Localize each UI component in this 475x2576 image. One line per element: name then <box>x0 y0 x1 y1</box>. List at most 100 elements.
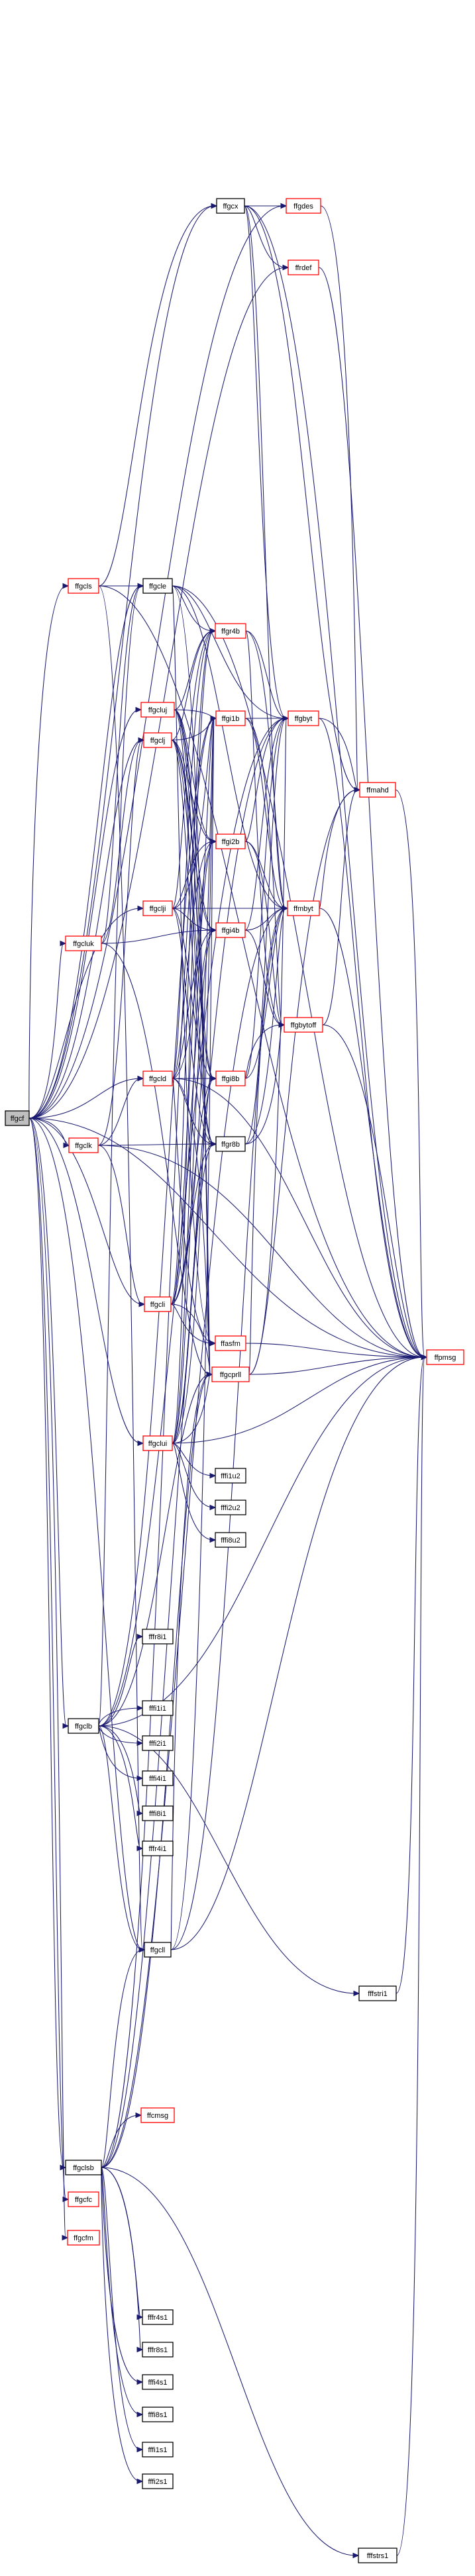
function-node-ffgi1b[interactable]: ffgi1b <box>215 710 246 726</box>
call-edge <box>97 1145 428 1360</box>
node-label: ffgcluj <box>148 706 168 714</box>
node-box <box>65 2160 102 2175</box>
function-node-ffgcprll[interactable]: ffgcprll <box>211 1366 250 1382</box>
call-edge <box>28 583 70 1119</box>
function-node-ffgcluk[interactable]: ffgcluk <box>65 935 102 951</box>
node-box <box>142 1735 174 1751</box>
function-node-ffpmsg[interactable]: ffpmsg <box>426 1349 464 1365</box>
node-label: ffmahd <box>366 787 388 794</box>
edge-root-to-ffgcld <box>28 1078 142 1119</box>
function-node-ffgclk[interactable]: ffgclk <box>68 1137 99 1153</box>
call-edge <box>172 1443 217 1511</box>
function-node-fffr8s1: fffr8s1 <box>142 2342 174 2358</box>
function-node-ffgclb: ffgclb <box>68 1718 99 1734</box>
call-edge <box>98 203 218 587</box>
arrowhead-ffgclsb-to-ffmbyt <box>282 905 289 912</box>
function-node-ffgclj[interactable]: ffgclj <box>143 732 172 748</box>
call-edge <box>245 715 290 722</box>
node-label: fffstrs1 <box>367 2552 389 2560</box>
edge-ffrdef-to-ffpmsg <box>318 267 425 1358</box>
edge-ffgclui-to-fffi1u2 <box>172 1443 214 1476</box>
node-label: fffi8s1 <box>148 2411 168 2419</box>
node-box <box>142 900 173 916</box>
function-node-ffgcfm[interactable]: ffgcfm <box>67 2230 100 2246</box>
arrowhead-ffgclsb-to-fffr8s1 <box>136 2346 144 2353</box>
arrowhead-root-to-ffgclui <box>137 1440 144 1447</box>
call-edge <box>172 585 213 1378</box>
node-box <box>142 2407 174 2422</box>
arrowhead-root-to-ffgclk <box>63 1142 70 1149</box>
call-edge <box>28 940 67 1119</box>
function-node-ffgcli[interactable]: ffgcli <box>144 1296 172 1312</box>
call-edge <box>98 1725 144 1852</box>
function-node-ffgdes[interactable]: ffgdes <box>286 198 321 214</box>
function-node-ffrdef[interactable]: ffrdef <box>288 260 319 275</box>
edge-ffgr8b-to-ffgbyt <box>244 718 287 1145</box>
function-node-ffgclui[interactable]: ffgclui <box>142 1435 173 1451</box>
edge-root-to-ffgcfc <box>28 1118 67 2200</box>
edge-ffgr8b-to-ffmbyt <box>244 908 286 1145</box>
edge-ffgcll-to-ffgcprll <box>170 1374 211 1950</box>
call-edge <box>101 1946 146 2168</box>
function-node-ffgcluj[interactable]: ffgcluj <box>140 702 175 718</box>
call-edge <box>244 205 290 722</box>
node-box <box>142 2374 174 2390</box>
edge-ffgclui-to-ffgi1b <box>172 718 215 1444</box>
edge-ffgcll-to-ffgi1b <box>170 718 215 1950</box>
edge-ffgcld-to-ffgi2b <box>172 841 215 1079</box>
function-node-ffgi4b[interactable]: ffgi4b <box>215 922 246 938</box>
arrowhead-ffgclk-to-ffgcld <box>137 1075 144 1082</box>
node-box <box>142 1071 173 1086</box>
arrowhead-ffgclsb-to-ffgcll <box>138 1946 146 1953</box>
function-node-ffcmsg[interactable]: ffcmsg <box>140 2107 175 2123</box>
node-label: ffmbyt <box>293 905 313 913</box>
node-label: fffr8i1 <box>148 1633 166 1641</box>
arrowhead-root-to-ffgclji <box>137 905 144 912</box>
edge-ffgr4b-to-ffmbyt <box>245 630 286 909</box>
function-node-ffmbyt[interactable]: ffmbyt <box>287 900 320 916</box>
function-node-ffgcfc[interactable]: ffgcfc <box>68 2191 99 2207</box>
node-box <box>5 1110 30 1126</box>
function-node-ffgcld[interactable]: ffgcld <box>142 1071 173 1086</box>
edge-root-to-ffgdes <box>28 205 285 1119</box>
node-label: fffi2i1 <box>149 1740 166 1748</box>
function-node-ffasfm[interactable]: ffasfm <box>215 1335 246 1351</box>
function-node-ffgi2b[interactable]: ffgi2b <box>215 834 246 849</box>
function-node-ffmahd[interactable]: ffmahd <box>359 782 396 798</box>
edge-ffgi4b-to-ffgbytoff <box>244 930 283 1026</box>
call-edge <box>396 1354 428 2556</box>
function-node-ffgcls[interactable]: ffgcls <box>68 578 99 594</box>
call-edge <box>28 1118 70 1729</box>
edge-ffgcli-to-ffgr8b <box>170 1143 215 1305</box>
edge-ffgr4b-to-ffgbyt <box>245 630 287 719</box>
edge-ffgi8b-to-ffgbyt <box>244 718 287 1079</box>
arrowhead-ffgclsb-to-ffgbyt <box>282 715 290 722</box>
edge-ffgdes-to-ffmahd <box>320 205 358 790</box>
node-label: fffi8i1 <box>149 1810 166 1818</box>
call-edge <box>28 1118 144 1447</box>
edge-ffgcll-to-ffmbyt <box>170 908 286 1950</box>
edge-ffgcli-to-ffgi2b <box>170 841 215 1305</box>
node-label: ffgdes <box>293 203 313 211</box>
function-node-ffgclji[interactable]: ffgclji <box>142 900 173 916</box>
edge-ffgi1b-to-ffmbyt <box>244 718 286 909</box>
function-node-ffgbytoff[interactable]: ffgbytoff <box>284 1017 323 1033</box>
arrowhead-ffgclsb-to-fffi4s1 <box>136 2379 144 2385</box>
node-box <box>288 710 319 726</box>
node-box <box>140 702 175 718</box>
node-box <box>143 732 172 748</box>
arrowhead-ffgclsb-to-fffi2s1 <box>136 2478 144 2485</box>
node-label: fffr4s1 <box>148 2314 168 2322</box>
function-node-ffgr4b[interactable]: ffgr4b <box>215 623 246 639</box>
node-label: ffgcluk <box>73 940 94 948</box>
node-label: ffgclsb <box>73 2164 94 2172</box>
node-box <box>65 935 102 951</box>
arrowhead-ffgclui-to-fffi8u2 <box>209 1537 217 1543</box>
function-node-fffi8i1: fffi8i1 <box>142 1805 174 1821</box>
arrowhead-ffgclui-to-ffgi2b <box>210 838 217 845</box>
call-edge <box>245 630 286 1028</box>
call-edge <box>248 787 361 1375</box>
function-node-ffgbyt[interactable]: ffgbyt <box>288 710 319 726</box>
function-node-ffgclsb: ffgclsb <box>65 2160 102 2175</box>
function-node-ffgi8b[interactable]: ffgi8b <box>215 1071 246 1086</box>
